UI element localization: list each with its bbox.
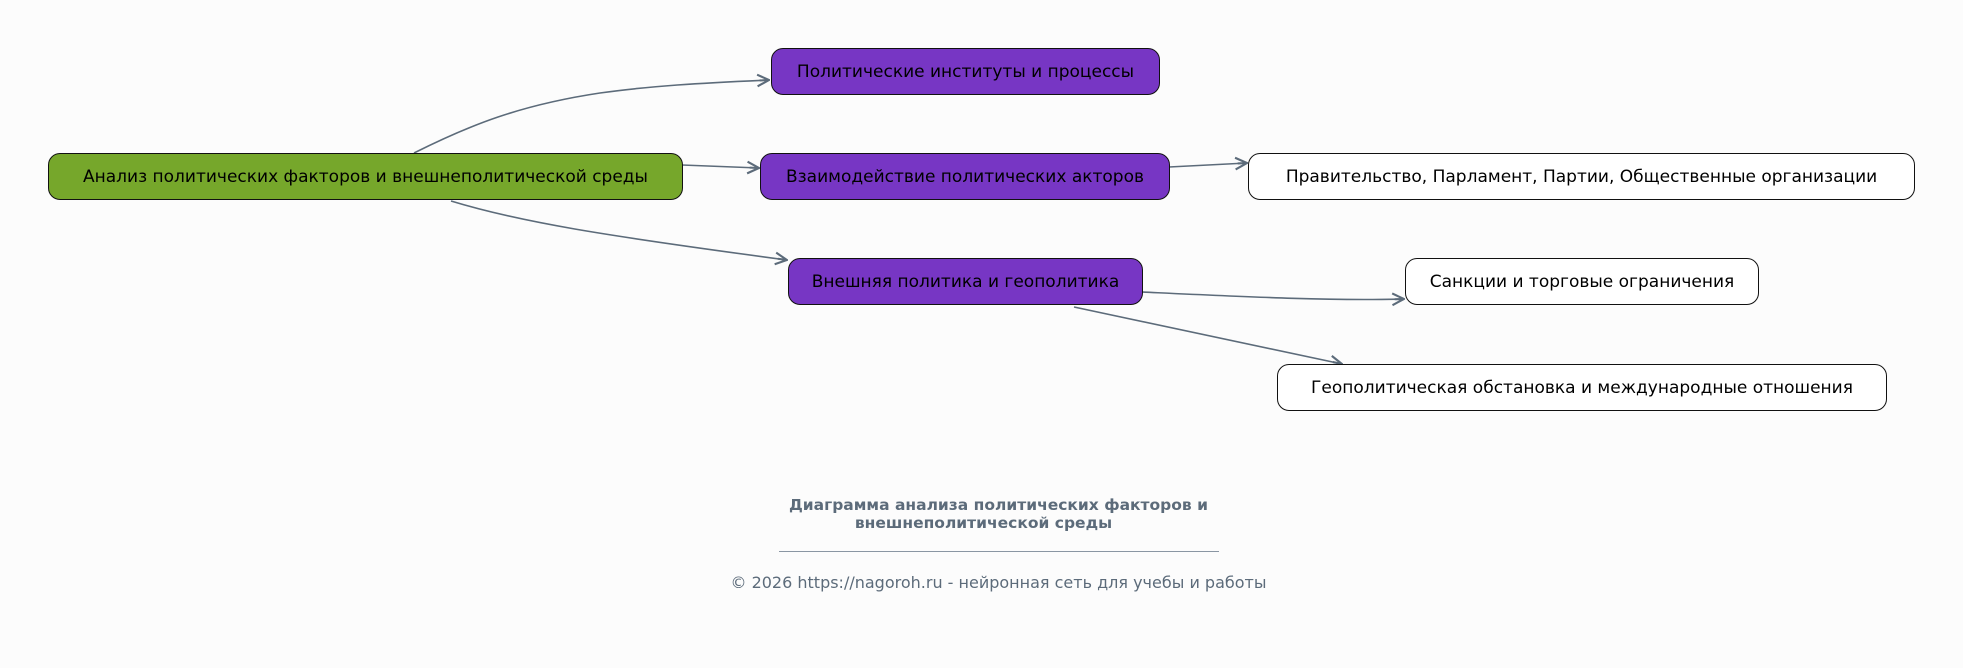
diagram-title: Диаграмма анализа политических факторов … bbox=[0, 496, 1963, 532]
node-interaction[interactable]: Взаимодействие политических акторов bbox=[760, 153, 1170, 200]
edge-root-institutions bbox=[413, 80, 769, 154]
node-sanctions[interactable]: Санкции и торговые ограничения bbox=[1405, 258, 1759, 305]
divider bbox=[779, 551, 1219, 552]
node-geopolitics[interactable]: Геополитическая обстановка и международн… bbox=[1277, 364, 1887, 411]
edge-root-foreign bbox=[450, 200, 787, 260]
node-root[interactable]: Анализ политических факторов и внешнепол… bbox=[48, 153, 683, 200]
edge-foreign-sanctions bbox=[1141, 291, 1404, 300]
edge-foreign-geopolitics bbox=[1073, 306, 1342, 364]
title-line-1: Диаграмма анализа политических факторов … bbox=[788, 496, 1208, 514]
title-line-2: внешнеполитической среды bbox=[854, 514, 1113, 532]
node-actors[interactable]: Правительство, Парламент, Партии, Общест… bbox=[1248, 153, 1915, 200]
footer-copyright: © 2026 https://nagoroh.ru - нейронная се… bbox=[730, 573, 1267, 592]
node-institutions[interactable]: Политические институты и процессы bbox=[771, 48, 1160, 95]
edge-interaction-actors bbox=[1168, 163, 1247, 167]
node-foreign[interactable]: Внешняя политика и геополитика bbox=[788, 258, 1143, 305]
edge-root-interaction bbox=[681, 165, 759, 168]
